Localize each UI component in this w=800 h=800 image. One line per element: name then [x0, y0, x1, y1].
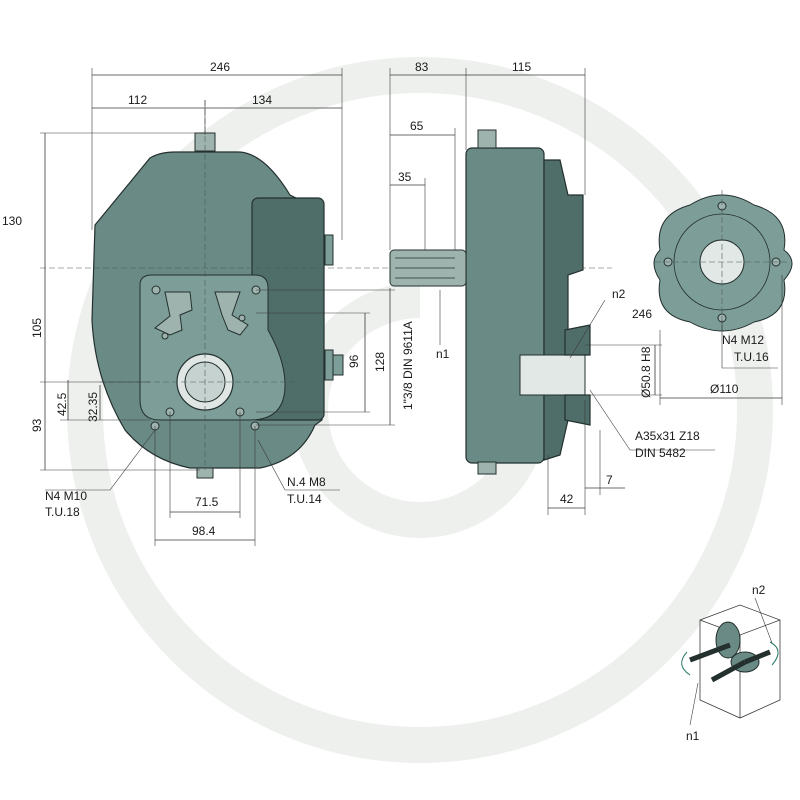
dim-flange-pcd: 246 [632, 307, 652, 321]
label-thread-depth-16: T.U.16 [734, 350, 769, 364]
dim-hub-7: 7 [606, 473, 613, 487]
label-spline-std: DIN 5482 [635, 446, 686, 460]
bolt-hole [151, 285, 161, 295]
dim-overall-width: 246 [210, 60, 230, 74]
label-thread-depth-14: T.U.14 [287, 492, 322, 506]
side-view [389, 129, 591, 475]
dim-hole-width-71: 71.5 [195, 495, 219, 509]
bolt-hole [161, 332, 169, 340]
front-view [40, 100, 612, 479]
side-housing [465, 147, 545, 464]
output-hub [519, 354, 586, 396]
dim-lower-height: 105 [30, 318, 44, 338]
dim-bore-height-b: 32.35 [86, 392, 100, 422]
dim-right-width: 134 [252, 93, 272, 107]
dim-hub-42: 42 [560, 492, 574, 506]
dim-output-length: 115 [512, 60, 531, 74]
dim-hole-spacing-128: 128 [373, 352, 387, 372]
dim-hole-width-98: 98.4 [192, 524, 216, 538]
label-output-speed: n2 [612, 287, 626, 301]
bolt-hole [238, 314, 246, 322]
label-holes-m12: N4 M12 [722, 333, 764, 347]
dim-bottom-height: 93 [30, 418, 44, 432]
dim-left-width: 112 [128, 93, 147, 107]
dim-input-length: 83 [415, 60, 429, 74]
dim-hole-spacing-96: 96 [347, 354, 361, 368]
label-holes-m8: N.4 M8 [287, 475, 326, 489]
dimension-lines [40, 68, 783, 546]
label-spline: A35x31 Z18 [635, 429, 700, 443]
flange-view [653, 190, 793, 335]
dimension-labels: 246 112 134 130 105 93 42.5 32.35 96 128… [2, 60, 769, 743]
dim-shaft-65: 65 [410, 119, 424, 133]
label-rotation-input: n1 [686, 729, 700, 743]
dim-flange-diameter: Ø110 [710, 382, 739, 396]
dim-bore-height-a: 42.5 [55, 392, 69, 416]
label-input-shaft: 1"3/8 DIN 9611A [401, 321, 415, 410]
label-rotation-output: n2 [752, 583, 766, 597]
label-input-speed: n1 [436, 347, 450, 361]
label-thread-depth-18: T.U.18 [45, 505, 80, 519]
rotation-diagram [681, 597, 781, 726]
dim-shaft-35: 35 [398, 170, 412, 184]
label-bore: Ø50.8 H8 [639, 346, 653, 398]
label-holes-m10: N4 M10 [45, 489, 87, 503]
dim-top-height: 130 [2, 214, 22, 228]
